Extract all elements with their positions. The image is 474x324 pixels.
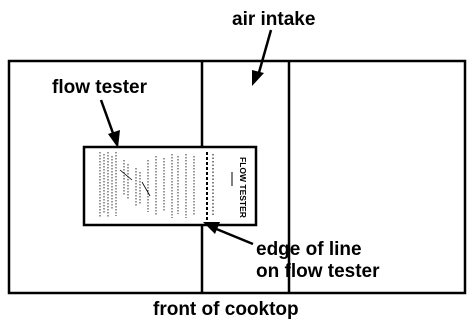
edge-line-arrow (203, 222, 254, 246)
air-intake-arrow (252, 29, 273, 86)
edge-of-line-label: edge of line (256, 239, 362, 260)
air-intake-label: air intake (232, 9, 316, 30)
cooktop-outline (7, 59, 467, 295)
flow-tester-label: flow tester (52, 77, 148, 98)
on-flow-tester-label: on flow tester (256, 261, 380, 282)
flow-tester-fine-print (99, 152, 195, 218)
card-inner-arrow-2 (141, 181, 151, 197)
flow-tester-card: FLOW TESTER (82, 145, 258, 227)
card-inner-arrow-1 (119, 169, 133, 181)
flow-tester-card-border (82, 145, 258, 227)
front-of-cooktop-label: front of cooktop (153, 299, 299, 320)
flow-tester-arrow (99, 99, 120, 148)
flow-tester-card-title: FLOW TESTER (238, 157, 248, 218)
